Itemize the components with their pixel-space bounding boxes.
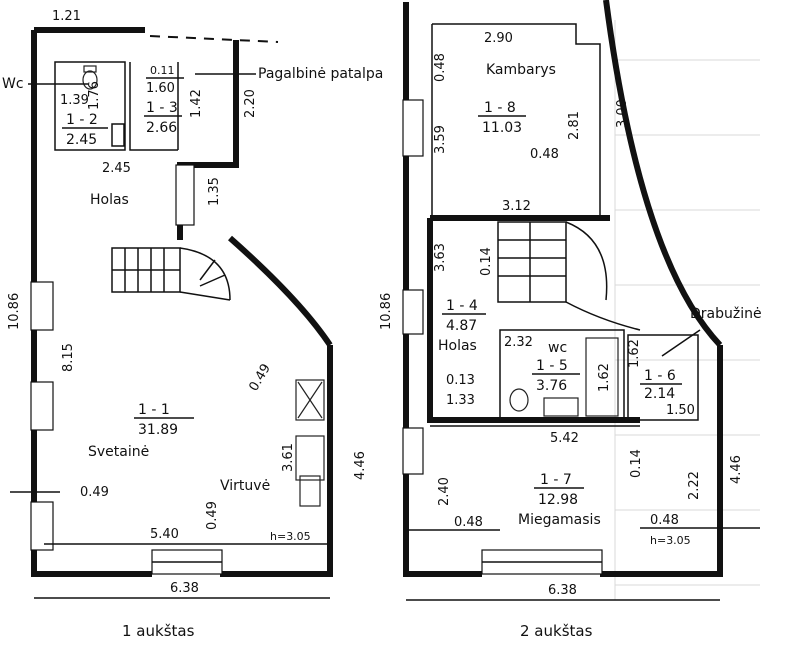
f1-r13-id: 1 - 3 (146, 100, 178, 116)
f2-dim-dr-162: 1.62 (627, 339, 642, 368)
f2-dim-542: 5.42 (550, 431, 579, 446)
f2-caption: 2 aukštas (520, 622, 593, 640)
f2-dim-363: 3.63 (433, 243, 448, 272)
f2-dim-048-mid: 0.48 (530, 147, 559, 162)
f1-room-svetaine: Svetainė (88, 444, 149, 460)
floor2-plan (402, 0, 723, 577)
f1-dim-638: 6.38 (170, 581, 199, 596)
f2-dim-wc-162: 1.62 (597, 363, 612, 392)
f2-dim-014-mid: 0.14 (629, 449, 644, 478)
f1-dim-wc-h: 1.39 (60, 93, 89, 108)
f2-room-wc: wc (548, 340, 567, 356)
f2-r14-id: 1 - 4 (446, 298, 478, 314)
floor2-stairs (497, 221, 641, 331)
kitchen-counter (295, 379, 325, 507)
f1-dim-pag-top: 0.11 (150, 64, 175, 77)
f2-dim-150: 1.50 (666, 403, 695, 418)
f1-dim-door-049: 0.49 (205, 501, 220, 530)
f1-dim-left-total: 10.86 (7, 293, 22, 330)
f2-dim-048-left: 0.48 (433, 53, 448, 82)
f1-annotation-wc: Wc (2, 76, 24, 92)
f1-dim-top: 1.21 (52, 9, 81, 24)
background-table-remnant (614, 20, 760, 600)
f1-dim-pag-w: 1.60 (146, 81, 175, 96)
f1-r11-area: 31.89 (138, 422, 178, 438)
f2-dim-232: 2.32 (504, 335, 533, 350)
f1-annotation-pagalbine: Pagalbinė patalpa (258, 66, 383, 82)
f2-dim-133: 1.33 (446, 393, 475, 408)
f2-dim-300: 3.00 (615, 99, 630, 128)
f2-dim-014-stair: 0.14 (479, 247, 494, 276)
f1-dim-135: 1.35 (207, 177, 222, 206)
f1-dim-220: 2.20 (243, 89, 258, 118)
f1-caption: 1 aukštas (122, 622, 195, 640)
f2-dim-312: 3.12 (502, 199, 531, 214)
f2-dim-br-048: 0.48 (650, 513, 679, 528)
f1-dim-bottom-049: 0.49 (80, 485, 109, 500)
f1-dim-kitchen-361: 3.61 (281, 443, 296, 472)
f2-r18-area: 11.03 (482, 120, 522, 136)
f2-r15-area: 3.76 (536, 378, 567, 394)
f2-r16-id: 1 - 6 (644, 368, 676, 384)
floor1-stairs (111, 247, 231, 301)
f1-r12-area: 2.45 (66, 132, 97, 148)
f2-drabuzine-leader (661, 329, 701, 357)
f2-r17-area: 12.98 (538, 492, 578, 508)
f2-dim-290: 2.90 (484, 31, 513, 46)
floor1-plan (30, 27, 333, 577)
f1-r12-id: 1 - 2 (66, 112, 98, 128)
f1-height: h=3.05 (270, 530, 311, 543)
f1-dim-holas-w: 2.45 (102, 161, 131, 176)
f2-dim-240: 2.40 (437, 477, 452, 506)
f2-r14-area: 4.87 (446, 318, 477, 334)
f1-dim-wc-w: 1.76 (87, 81, 102, 110)
f2-dim-446: 4.46 (729, 455, 744, 484)
f2-dim-222: 2.22 (687, 471, 702, 500)
f1-dim-pag-h: 1.42 (189, 89, 204, 118)
f2-dim-013: 0.13 (446, 373, 475, 388)
f2-dim-638: 6.38 (548, 583, 577, 598)
f1-dim-540: 5.40 (150, 527, 179, 542)
f2-dim-left-total: 10.86 (379, 293, 394, 330)
f1-dim-right-446: 4.46 (353, 451, 368, 480)
f2-r16-area: 2.14 (644, 386, 675, 402)
f2-r18-id: 1 - 8 (484, 100, 516, 116)
f2-dim-bl-048: 0.48 (454, 515, 483, 530)
f1-room-virtuve: Virtuvė (220, 478, 270, 494)
f2-room-kambarys: Kambarys (486, 62, 556, 78)
f1-dim-815: 8.15 (61, 343, 76, 372)
f2-annotation-drabuzine: Drabužinė (690, 306, 762, 322)
f2-room-miegamasis: Miegamasis (518, 512, 601, 528)
f1-room-holas: Holas (90, 192, 129, 208)
f2-r17-id: 1 - 7 (540, 472, 572, 488)
f1-dim-diag-049: 0.49 (246, 361, 273, 394)
f1-r13-area: 2.66 (146, 120, 177, 136)
f2-room-holas: Holas (438, 338, 477, 354)
f2-dim-359: 3.59 (433, 125, 448, 154)
f2-height: h=3.05 (650, 534, 691, 547)
f1-r11-id: 1 - 1 (138, 402, 170, 418)
f2-dim-281: 2.81 (567, 111, 582, 140)
f2-r15-id: 1 - 5 (536, 358, 568, 374)
